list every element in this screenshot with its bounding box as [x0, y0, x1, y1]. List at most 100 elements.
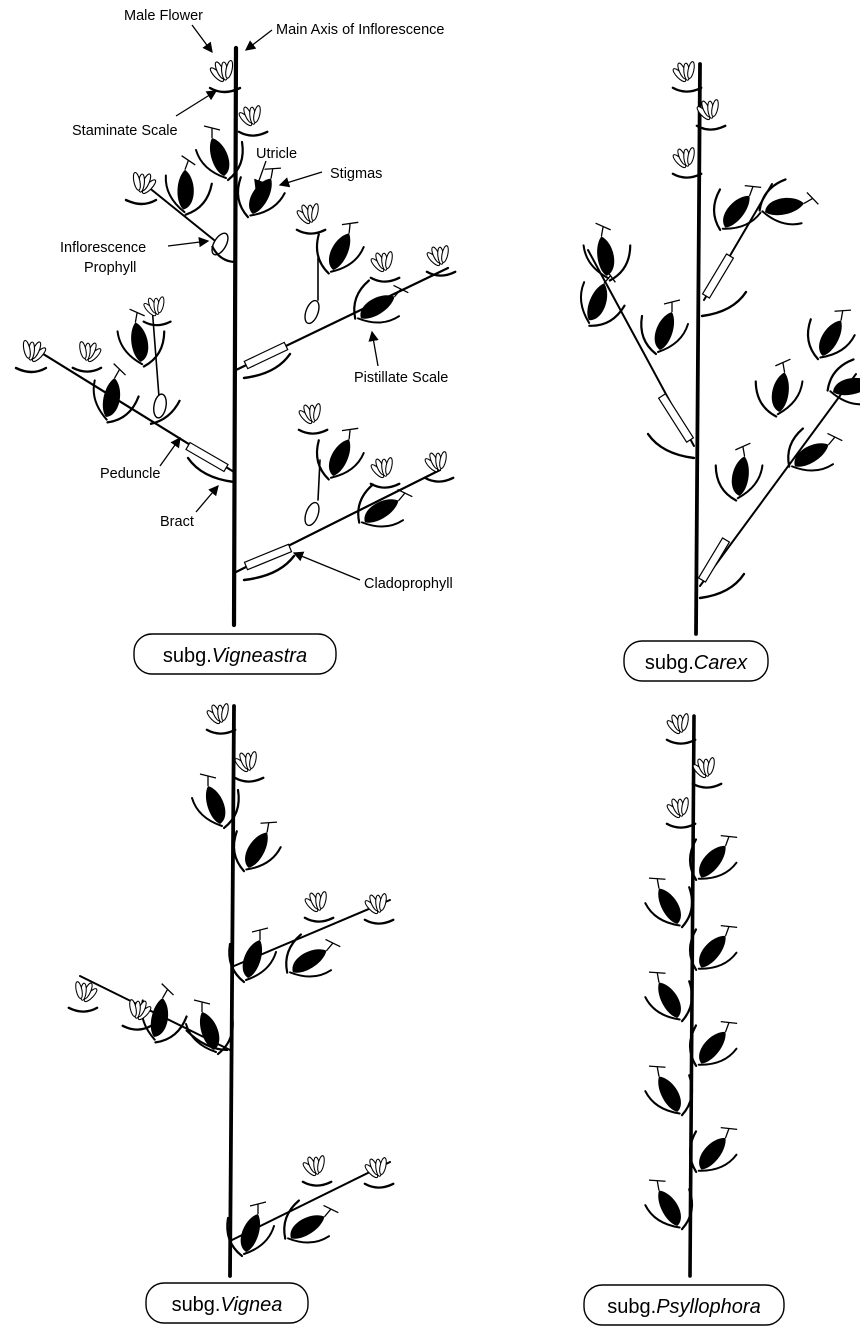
caption-carex: subg.Carex [624, 641, 768, 681]
stigmas [200, 774, 216, 786]
pistillate-flower [229, 928, 276, 982]
label-stigmas: Stigmas [330, 166, 382, 182]
staminate-scale [235, 778, 263, 782]
male-flower [665, 713, 695, 743]
stigmas [775, 359, 793, 374]
caption-prefix: subg. [163, 645, 212, 667]
label-inflorescence: Inflorescence [60, 240, 146, 256]
pistillate-flower [752, 358, 807, 419]
pistillate-flower [314, 218, 366, 277]
pistillate-flower [156, 153, 218, 220]
label-bract: Bract [160, 514, 194, 530]
stigmas [718, 1018, 737, 1035]
utricle [762, 188, 805, 224]
caption-prefix: subg. [645, 652, 694, 674]
caption-name: Vignea [221, 1294, 283, 1316]
stigmas [800, 190, 818, 210]
cladoprophyll [186, 443, 228, 472]
cladoprophyll [659, 394, 694, 442]
diagram-subg-psyllophora [641, 713, 745, 1276]
arrow-inflorescence-prophyll [168, 241, 208, 246]
arrow-staminate-scale [176, 91, 216, 116]
staminate-scale [365, 920, 394, 924]
staminate-scale [667, 824, 696, 828]
prophyll [209, 231, 231, 258]
utricle [696, 930, 727, 972]
utricle [241, 1214, 260, 1252]
male-flower [205, 703, 235, 733]
arrow-male-flower [192, 25, 212, 52]
male-flower [126, 172, 157, 204]
stigmas [341, 427, 358, 441]
pistillate-flower [80, 360, 147, 430]
prophyll-sheath [152, 393, 168, 419]
caption-vigneastra: subg.Vigneastra [134, 634, 336, 674]
stigmas [735, 443, 753, 458]
utricle [655, 312, 674, 350]
caption-name: Carex [694, 652, 748, 674]
pistillate-flower [565, 264, 636, 335]
staminate-scale [667, 740, 696, 744]
svg-text:subg.Psyllophora: subg.Psyllophora [607, 1296, 760, 1318]
pistillate-flower [803, 303, 858, 364]
male-flower [295, 203, 325, 233]
label-male-flower: Male Flower [124, 8, 203, 24]
staminate-scale [144, 322, 171, 326]
main-axis [696, 64, 700, 634]
male-flower [301, 1155, 331, 1185]
arrow-stigmas [280, 172, 322, 185]
pistillate-flower [112, 308, 167, 369]
label-staminate-scale: Staminate Scale [72, 123, 178, 139]
staminate-scale [425, 478, 454, 482]
utricle [696, 1026, 727, 1068]
prophyll [302, 299, 321, 326]
utricle [94, 377, 130, 420]
staminate-scale [207, 730, 236, 734]
staminate-scale [673, 174, 702, 178]
male-flower [123, 999, 153, 1029]
pistillate-flower [641, 1173, 696, 1234]
stigmas [718, 832, 737, 849]
cladoprophyll [699, 538, 730, 582]
stigmas [594, 223, 612, 238]
male-flower [671, 147, 701, 177]
male-flower [142, 296, 170, 325]
prophyll-sheath [302, 299, 321, 326]
label-peduncle: Peduncle [100, 466, 160, 482]
male-flower [369, 251, 399, 281]
utricle [578, 282, 617, 324]
utricle [243, 940, 262, 978]
utricle [696, 1132, 727, 1174]
utricle [170, 169, 201, 211]
caption-prefix: subg. [172, 1294, 221, 1316]
label-pistillate-scale: Pistillate Scale [354, 370, 448, 386]
diagram-subg-carex [565, 61, 860, 634]
pistillate-scale [641, 316, 656, 354]
stigmas [649, 1063, 667, 1078]
pistillate-flower [712, 442, 767, 503]
pistillate-scale [224, 790, 239, 828]
callout-arrows [160, 25, 378, 580]
staminate-scale [16, 368, 46, 372]
staminate-scale [126, 200, 156, 204]
label-main-axis: Main Axis of Inflorescence [276, 22, 444, 38]
diagram-subg-vignea [69, 703, 394, 1276]
staminate-scale [297, 230, 326, 234]
stigmas [108, 364, 128, 382]
male-flower [665, 797, 695, 827]
pistillate-flower [229, 815, 284, 876]
label-utricle: Utricle [256, 146, 297, 162]
utricle [696, 840, 727, 882]
staminate-scale [69, 1008, 98, 1012]
arrow-bract [196, 486, 218, 512]
stigmas [194, 1000, 210, 1012]
male-flower [69, 981, 99, 1011]
staminate-scale [371, 278, 400, 282]
arrow-main-axis [246, 30, 272, 50]
pistillate-flower [578, 222, 633, 283]
arrow-peduncle [160, 438, 180, 466]
male-flower [16, 340, 47, 372]
male-flower [297, 403, 327, 433]
caption-name: Psyllophora [656, 1296, 761, 1318]
